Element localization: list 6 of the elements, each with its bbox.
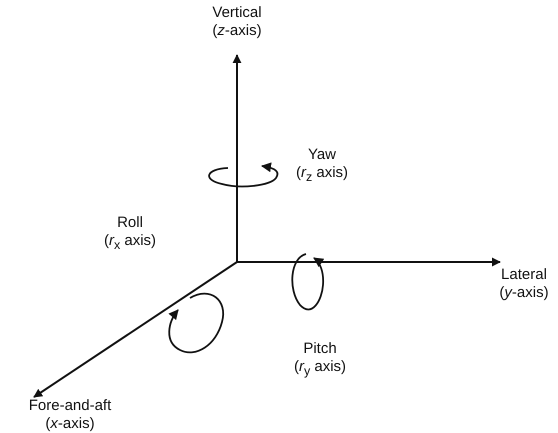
rotation-label: Yaw (r$_{z}$ axis): [296, 146, 348, 186]
rotation-label: Roll (r$_{x}$ axis): [104, 214, 156, 254]
axis-label: Lateral (y-axis): [499, 266, 549, 302]
axis-label: Vertical (z-axis): [212, 4, 262, 40]
axis-label: Fore-and-aft (x-axis): [28, 397, 112, 433]
rotation-label: Pitch (r$_{y}$ axis): [294, 340, 346, 380]
